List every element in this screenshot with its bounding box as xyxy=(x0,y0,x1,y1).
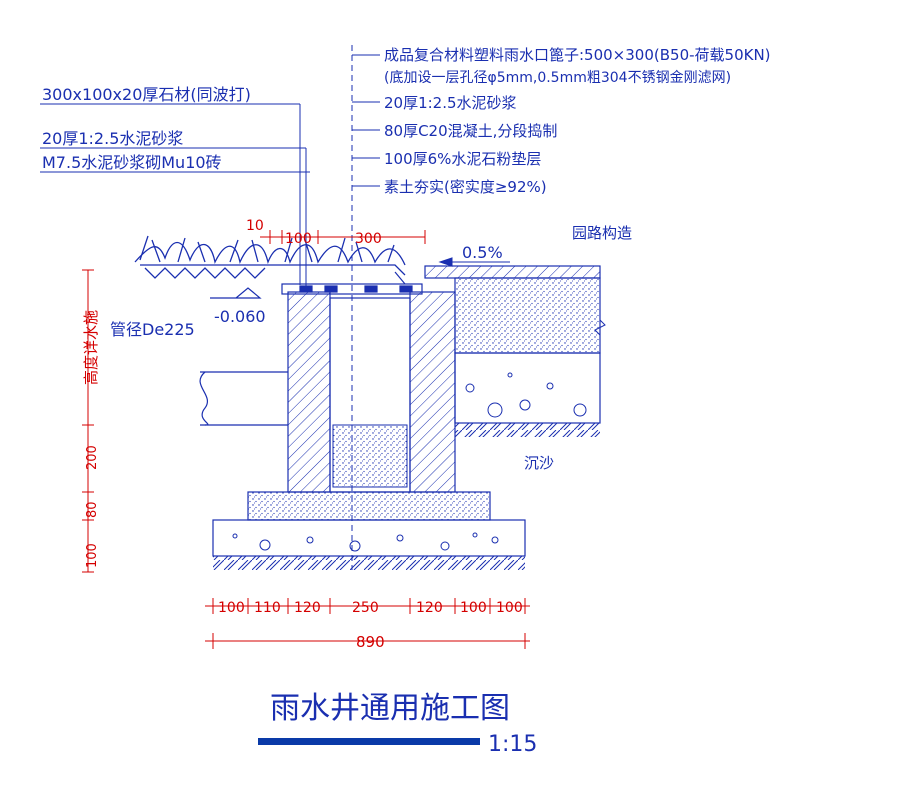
callout-left-mortar: 20厚1:2.5水泥砂浆 xyxy=(42,129,183,148)
gravel-dots xyxy=(232,532,499,552)
callout-soil: 素土夯实(密实度≥92%) xyxy=(384,178,547,196)
road-label: 园路构造 xyxy=(572,224,632,242)
sediment-fill xyxy=(332,424,408,488)
gravel-cushion xyxy=(212,519,526,557)
right-brick-wall xyxy=(409,291,456,493)
dim-total: 890 xyxy=(356,633,385,651)
left-leader-lines xyxy=(40,103,310,290)
pipe-label: 管径De225 xyxy=(110,320,195,339)
callout-concrete: 80厚C20混凝土,分段捣制 xyxy=(384,122,557,140)
dimension-lines xyxy=(82,230,530,649)
left-brick-wall xyxy=(287,291,331,493)
dim-top-300: 300 xyxy=(355,231,382,247)
height-note: 高度详水施 xyxy=(82,310,100,385)
callout-stone: 300x100x20厚石材(同波打) xyxy=(42,85,251,104)
road-paving xyxy=(424,265,601,279)
dim-bottom-3: 120 xyxy=(294,600,321,616)
road-gravel xyxy=(454,352,601,424)
callout-brick: M7.5水泥砂浆砌Mu10砖 xyxy=(42,153,222,172)
road-gravel-dots xyxy=(465,372,587,418)
slope-arrow xyxy=(438,257,510,267)
dim-bottom-6: 100 xyxy=(460,600,487,616)
dim-bottom-1: 100 xyxy=(218,600,245,616)
break-line xyxy=(594,319,606,336)
dim-left-200: 200 xyxy=(85,445,100,470)
dim-bottom-2: 110 xyxy=(254,600,281,616)
dim-bottom-4: 250 xyxy=(352,600,379,616)
scale-label: 1:15 xyxy=(488,732,537,757)
callout-mortar: 20厚1:2.5水泥砂浆 xyxy=(384,94,517,112)
elevation-marker xyxy=(210,287,262,299)
dim-left-80: 80 xyxy=(85,501,100,518)
concrete-base xyxy=(247,491,491,521)
grass-layer xyxy=(134,235,406,279)
slope-label: 0.5% xyxy=(462,243,503,262)
road-soil xyxy=(455,423,600,437)
dim-bottom-7: 100 xyxy=(496,600,523,616)
elevation-label: -0.060 xyxy=(214,307,266,326)
title-bar xyxy=(258,738,480,745)
top-leader-lines xyxy=(352,54,380,187)
callout-filter: (底加设一层孔径φ5mm,0.5mm粗304不锈钢金刚滤网) xyxy=(384,70,731,86)
road-concrete xyxy=(454,277,601,354)
drawing-title: 雨水井通用施工图 xyxy=(270,691,510,726)
dim-left-100: 100 xyxy=(85,543,100,568)
callout-cushion: 100厚6%水泥石粉垫层 xyxy=(384,150,541,168)
callout-grate: 成品复合材料塑料雨水口篦子:500×300(B50-荷载50KN) xyxy=(384,46,771,64)
compacted-soil xyxy=(213,556,525,570)
sand-label: 沉沙 xyxy=(524,454,554,472)
dim-top-100: 100 xyxy=(285,231,312,247)
drainage-pipe xyxy=(199,371,288,426)
dim-bottom-5: 120 xyxy=(416,600,443,616)
dim-top-10: 10 xyxy=(246,218,264,234)
